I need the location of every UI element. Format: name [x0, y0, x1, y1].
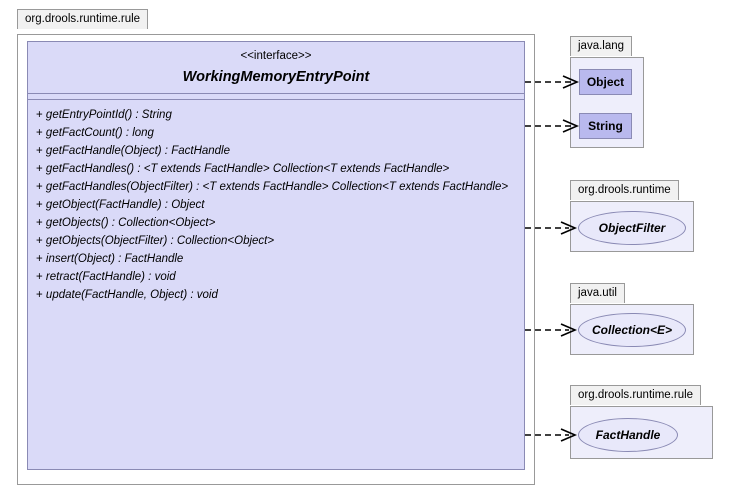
interface-name: WorkingMemoryEntryPoint — [182, 69, 370, 85]
operation-row: + getObject(FactHandle) : Object — [28, 196, 524, 214]
interface-name: Collection<E> — [591, 323, 673, 337]
class-name: String — [588, 119, 623, 133]
dependency-arrow-to-string — [525, 118, 581, 134]
dependency-arrow-to-object — [525, 74, 581, 90]
operation-signature: getEntryPointId() : String — [45, 109, 172, 121]
package-tab-label: org.drools.runtime.rule — [570, 385, 702, 405]
class-name: Object — [586, 75, 625, 89]
class-object[interactable]: Object — [579, 69, 632, 95]
operation-row: + getFactHandle(Object) : FactHandle — [28, 142, 524, 160]
dependency-arrow-to-object-filter — [525, 220, 581, 236]
operation-row: + getFactCount() : long — [28, 124, 524, 142]
operation-visibility: + — [36, 235, 43, 247]
interface-object-filter[interactable]: ObjectFilter — [578, 211, 686, 245]
operation-signature: getFactHandle(Object) : FactHandle — [45, 145, 231, 157]
operation-visibility: + — [36, 199, 43, 211]
package-tab-label: org.drools.runtime.rule — [17, 9, 149, 29]
operation-row: + insert(Object) : FactHandle — [28, 250, 524, 268]
operation-signature: getObjects(ObjectFilter) : Collection<Ob… — [45, 235, 275, 247]
operation-signature: insert(Object) : FactHandle — [45, 253, 184, 265]
operation-signature: getObject(FactHandle) : Object — [45, 199, 205, 211]
operation-signature: getObjects() : Collection<Object> — [45, 217, 216, 229]
interface-fact-handle[interactable]: FactHandle — [578, 418, 678, 452]
operation-visibility: + — [36, 127, 43, 139]
operation-visibility: + — [36, 109, 43, 121]
operation-row: + getFactHandles() : <T extends FactHand… — [28, 160, 524, 178]
operation-signature: retract(FactHandle) : void — [45, 271, 176, 283]
operation-row: + getObjects() : Collection<Object> — [28, 214, 524, 232]
package-tab-label: java.util — [570, 283, 625, 303]
operation-signature: update(FactHandle, Object) : void — [45, 289, 218, 301]
dependency-arrow-to-fact-handle — [525, 427, 581, 443]
dependency-arrow-to-collection — [525, 322, 581, 338]
interface-working-memory-entry-point[interactable]: <<interface>> WorkingMemoryEntryPoint + … — [27, 41, 525, 470]
interface-name: FactHandle — [595, 428, 661, 442]
operation-signature: getFactHandles(ObjectFilter) : <T extend… — [45, 181, 509, 193]
operations-compartment: + getEntryPointId() : String + getFactCo… — [28, 100, 524, 312]
operation-visibility: + — [36, 145, 43, 157]
interface-name: ObjectFilter — [598, 221, 666, 235]
package-tab-label: java.lang — [570, 36, 633, 56]
operation-visibility: + — [36, 271, 43, 283]
operation-visibility: + — [36, 217, 43, 229]
operation-row: + getFactHandles(ObjectFilter) : <T exte… — [28, 178, 524, 196]
operation-signature: getFactHandles() : <T extends FactHandle… — [45, 163, 450, 175]
operation-row: + retract(FactHandle) : void — [28, 268, 524, 286]
operation-signature: getFactCount() : long — [45, 127, 154, 139]
operation-visibility: + — [36, 289, 43, 301]
compartment-separator-bottom — [28, 99, 524, 100]
operation-row: + getEntryPointId() : String — [28, 106, 524, 124]
interface-stereotype: <<interface>> — [240, 50, 312, 62]
interface-collection[interactable]: Collection<E> — [578, 313, 686, 347]
operation-visibility: + — [36, 181, 43, 193]
operation-row: + update(FactHandle, Object) : void — [28, 286, 524, 304]
operation-row: + getObjects(ObjectFilter) : Collection<… — [28, 232, 524, 250]
operation-visibility: + — [36, 253, 43, 265]
class-string[interactable]: String — [579, 113, 632, 139]
compartment-separator-top — [28, 93, 524, 94]
operation-visibility: + — [36, 163, 43, 175]
package-tab-label: org.drools.runtime — [570, 180, 679, 200]
